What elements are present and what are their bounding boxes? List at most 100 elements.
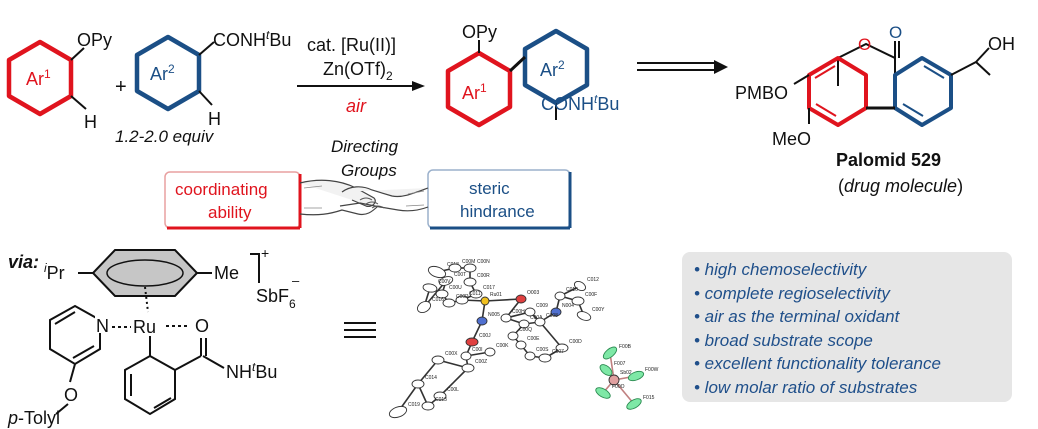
plus-sign: + xyxy=(115,76,127,98)
palomid-oh: OH xyxy=(988,34,1015,54)
xray-atom xyxy=(602,346,618,360)
atmosphere-label: air xyxy=(346,96,367,116)
xray-atom-label: C00Q xyxy=(519,327,532,333)
xray-atom xyxy=(534,317,546,327)
palomid-name: Palomid 529 xyxy=(836,150,941,170)
xray-atom-label: C00M xyxy=(462,259,475,265)
xray-atom xyxy=(626,398,642,410)
pyridine-n-label: N xyxy=(96,316,109,336)
xray-atom-label: C00D xyxy=(569,339,582,345)
xray-atom-label: Sb02 xyxy=(620,370,632,376)
directing-groups-title-line2: Groups xyxy=(341,161,397,180)
xray-atom-label: C00J xyxy=(479,333,491,339)
xray-atom xyxy=(550,307,562,317)
counterion-charge: – xyxy=(292,273,300,288)
xray-bond xyxy=(417,359,439,385)
xray-atom xyxy=(476,316,488,326)
product-ring-2-label: Ar2 xyxy=(540,58,565,80)
xray-atom xyxy=(571,296,585,306)
equivalence-sign xyxy=(344,322,376,338)
reactant-1-opy: OPy xyxy=(77,30,112,50)
palomid-carbonyl-o: O xyxy=(889,23,902,42)
catalyst-label: cat. [Ru(II)] xyxy=(307,35,396,55)
advantage-item: • air as the terminal oxidant xyxy=(694,307,900,326)
palomid-meo: MeO xyxy=(772,129,811,149)
advantage-item: • broad substrate scope xyxy=(694,330,873,350)
xray-atom-label: Ru01 xyxy=(490,292,502,298)
xray-atom-label: C00I xyxy=(472,347,483,353)
directing-groups-title-line1: Directing xyxy=(331,137,399,156)
additive-label: Zn(OTf)2 xyxy=(323,59,393,83)
reactant-1-h: H xyxy=(84,112,97,132)
palomid-structure: O O OH PMBO MeO Palomid 529 (drug molecu… xyxy=(735,23,1015,196)
xray-bond xyxy=(439,367,469,397)
xray-atom-label: F00W xyxy=(645,367,659,373)
product: OPy Ar1 Ar2 CONHtBu xyxy=(445,22,619,128)
ptolyl-label: p-Tolyl xyxy=(7,408,60,428)
coordinating-ability-line2: ability xyxy=(208,203,252,222)
reactant-2-equiv: 1.2-2.0 equiv xyxy=(115,127,215,146)
xray-atom xyxy=(573,280,587,292)
xray-atom xyxy=(515,340,527,350)
xray-atom-label: C00X xyxy=(445,351,458,357)
reactant-2-amide: CONHtBu xyxy=(213,28,291,50)
product-opy: OPy xyxy=(462,22,497,42)
xray-atom xyxy=(421,401,435,411)
reactant-1: OPy H Ar1 xyxy=(6,30,112,132)
xray-atom xyxy=(388,405,408,419)
xray-atom xyxy=(435,289,449,299)
xray-atom xyxy=(524,351,536,361)
conditions: cat. [Ru(II)] Zn(OTf)2 air xyxy=(297,35,425,116)
xray-bond xyxy=(484,298,522,302)
xray-atom-label: C00A xyxy=(530,315,543,321)
palomid-pmbo: PMBO xyxy=(735,83,788,103)
advantage-item: • high chemoselectivity xyxy=(694,260,867,279)
ru-intermediate: via: iPr Me + SbF6 – Ru N O p-Tolyl O xyxy=(7,245,300,428)
xray-atom xyxy=(538,353,552,363)
xray-atom xyxy=(411,379,425,389)
xray-atom xyxy=(554,291,566,301)
xray-atom xyxy=(500,313,512,323)
xray-atom xyxy=(455,295,469,305)
xray-bond xyxy=(539,321,563,349)
xray-atom-label: F00B xyxy=(619,344,632,350)
xray-atom xyxy=(463,277,477,287)
xray-atom-label: C00L xyxy=(447,387,459,393)
xray-atom-label: C00Z xyxy=(475,359,487,365)
xray-atom xyxy=(463,263,477,273)
xray-atom xyxy=(461,363,475,373)
xray-atom-label: C012 xyxy=(587,277,599,283)
xray-atom-label: C00Y xyxy=(592,307,605,313)
xray-atom xyxy=(465,337,479,347)
xray-atom xyxy=(627,370,645,382)
xray-atom xyxy=(431,355,445,365)
xray-atom-label: F015 xyxy=(643,395,655,401)
steric-hindrance-line2: hindrance xyxy=(460,202,535,221)
advantages-box xyxy=(682,252,1012,402)
xray-atom-label: C00F xyxy=(585,292,597,298)
xray-atom xyxy=(524,307,536,317)
product-amide: CONHtBu xyxy=(541,92,619,114)
xray-atom-label: C00P xyxy=(456,294,469,300)
reactant-2-h: H xyxy=(208,109,221,129)
advantages-list: • high chemoselectivity • complete regio… xyxy=(694,258,941,399)
xray-atom xyxy=(480,296,490,306)
xray-atom-label: F00O xyxy=(612,384,625,390)
xray-atom xyxy=(427,265,447,279)
xray-atom-label: C00K xyxy=(496,343,509,349)
via-label: via: xyxy=(8,252,39,272)
xray-atom-label: C00N xyxy=(477,259,490,265)
steric-hindrance-line1: steric xyxy=(469,179,510,198)
product-ring-1-label: Ar1 xyxy=(462,81,487,103)
ptolyl-o-label: O xyxy=(64,385,78,405)
xray-atom-label: N005 xyxy=(488,312,500,318)
directing-groups: Directing Groups coordinating ability st… xyxy=(164,137,572,230)
xray-atom xyxy=(433,391,447,401)
coordinating-ability-line1: coordinating xyxy=(175,180,268,199)
xray-atom-label: C00V xyxy=(438,279,451,285)
advantage-item: • excellent functionality tolerance xyxy=(694,354,941,373)
xray-atom xyxy=(460,351,472,361)
xray-atom xyxy=(416,300,432,314)
handshake-icon xyxy=(299,179,429,216)
